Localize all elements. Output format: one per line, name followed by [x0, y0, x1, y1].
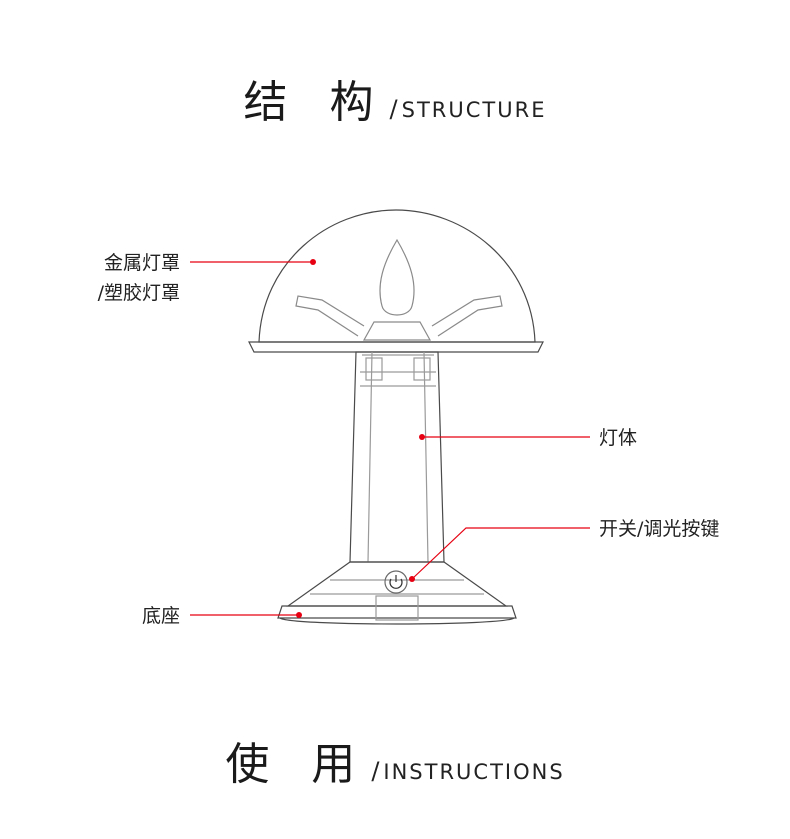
- label-base: 底座: [141, 605, 180, 627]
- instructions-title-separator: /: [371, 757, 380, 785]
- left-arm: [295, 295, 365, 337]
- lamp-bulb: [379, 238, 415, 316]
- right-arm: [431, 295, 503, 337]
- lamp-body: [349, 351, 445, 563]
- structure-title-separator: /: [389, 95, 398, 123]
- lamp-shade: [258, 209, 536, 343]
- bulb-socket: [362, 321, 432, 341]
- structure-heading: 结 构/STRUCTURE: [0, 66, 790, 130]
- label-shade: 金属灯罩 /塑胶灯罩: [98, 248, 180, 308]
- dot-switch: [409, 576, 415, 582]
- shade-rim: [248, 341, 544, 353]
- label-shade-line2: /塑胶灯罩: [97, 282, 180, 304]
- leader-switch: [411, 527, 590, 580]
- dot-base: [296, 612, 302, 618]
- label-switch: 开关/调光按键: [599, 518, 720, 540]
- instructions-title-en: INSTRUCTIONS: [383, 760, 565, 784]
- dot-body: [419, 434, 425, 440]
- lamp-base: [286, 561, 508, 607]
- power-button-icon: [384, 570, 408, 594]
- label-body: 灯体: [599, 427, 638, 449]
- dot-shade: [310, 259, 316, 265]
- instructions-title-cn: 使 用: [225, 739, 370, 790]
- structure-title-cn: 结 构: [243, 77, 388, 128]
- label-shade-line1: 金属灯罩: [103, 252, 180, 274]
- structure-title-en: STRUCTURE: [401, 98, 547, 122]
- instructions-heading: 使 用/INSTRUCTIONS: [0, 728, 790, 792]
